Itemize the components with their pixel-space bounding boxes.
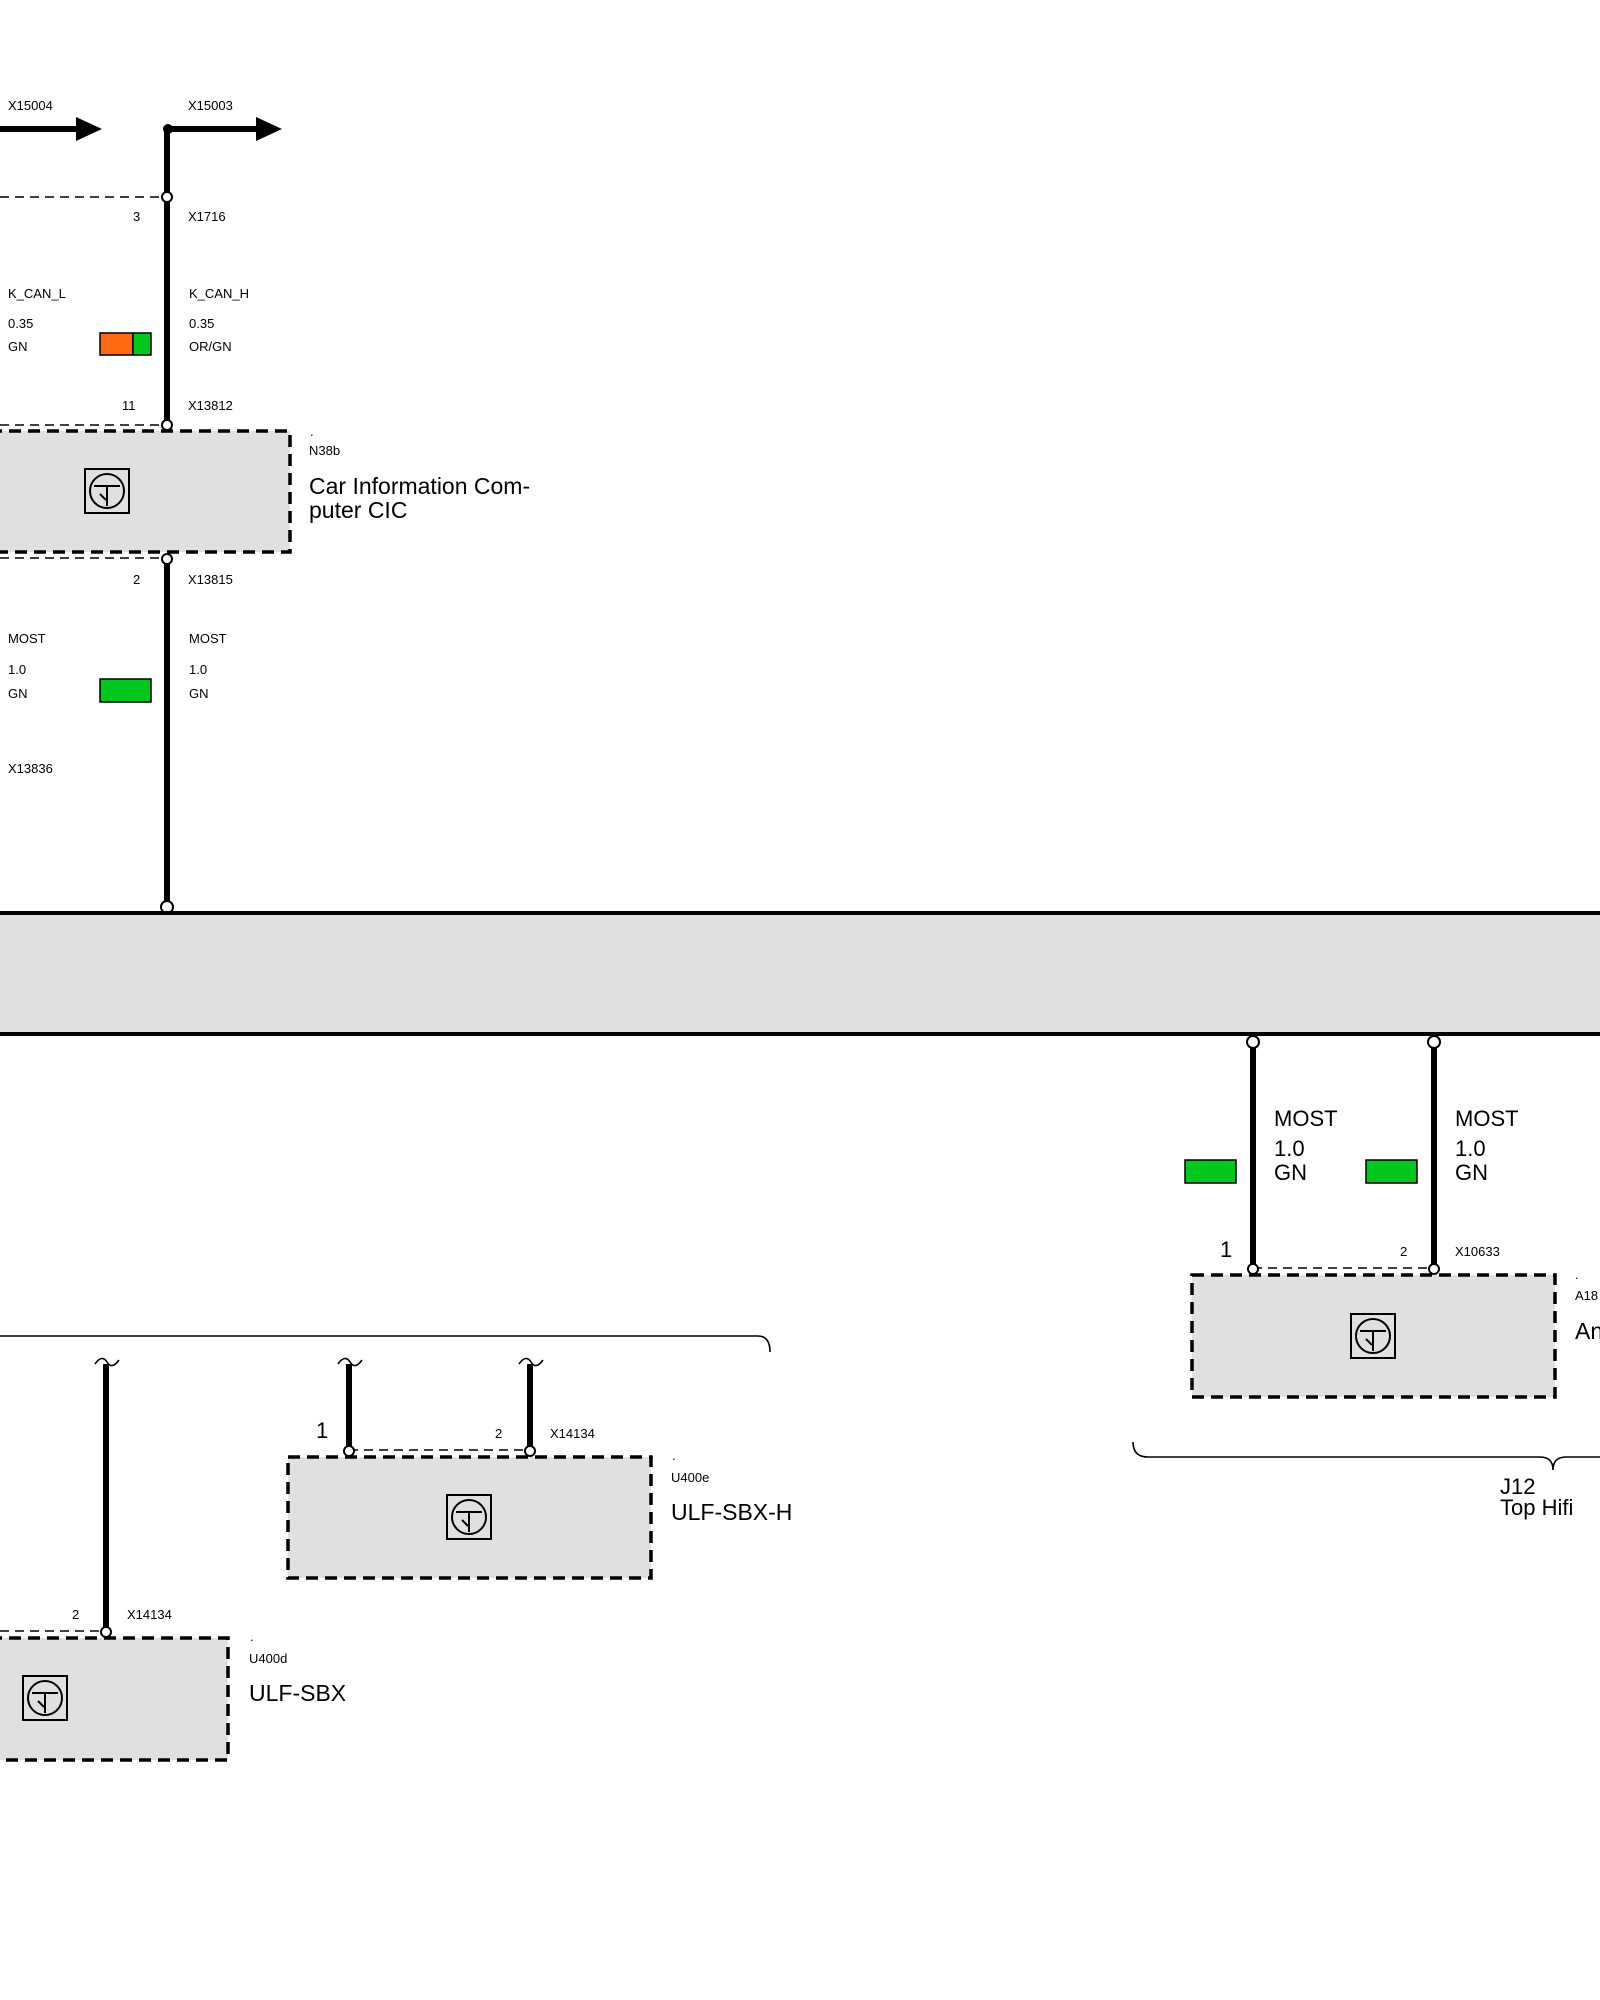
wire-signal-amp-1: MOST — [1274, 1106, 1338, 1131]
pin-label: 2 — [72, 1607, 79, 1622]
wire-color-left: GN — [8, 339, 28, 354]
wire-color-right: OR/GN — [189, 339, 232, 354]
terminal — [161, 191, 173, 203]
cic-id: N38b — [309, 443, 340, 458]
wire-size-left: 0.35 — [8, 316, 33, 331]
ulf-sbx-box — [0, 1636, 230, 1762]
wire-break-icon — [94, 1357, 120, 1367]
ulf-sbx-id: U400d — [249, 1651, 287, 1666]
pin-label: 3 — [133, 209, 140, 224]
pin-label: 11 — [122, 398, 136, 413]
pin-label: 1 — [1220, 1237, 1232, 1262]
cic-name-line1: Car Information Com- — [309, 473, 530, 499]
connector-label-x14134: X14134 — [550, 1426, 595, 1441]
connector-label-x13812: X13812 — [188, 398, 233, 413]
wire-size-right: 0.35 — [189, 316, 214, 331]
connector-label-x15004: X15004 — [8, 98, 53, 113]
amplifier-id: A18 — [1575, 1288, 1598, 1303]
terminal — [1428, 1263, 1440, 1275]
cic-dot: . — [310, 424, 314, 439]
terminal — [161, 419, 173, 431]
connector-label-x13836: X13836 — [8, 761, 53, 776]
terminal — [1247, 1263, 1259, 1275]
group-bracket — [0, 1335, 771, 1353]
pin-label: 1 — [316, 1418, 328, 1443]
ulf-sbx-h-name: ULF-SBX-H — [671, 1499, 792, 1525]
wire-size-left: 1.0 — [8, 662, 26, 677]
arrow-x15003 — [163, 117, 282, 141]
wire-break-icon — [518, 1357, 544, 1367]
wire-size-amp-1: 1.0 — [1274, 1136, 1305, 1161]
wire-signal-amp-2: MOST — [1455, 1106, 1519, 1131]
pin-label: 2 — [495, 1426, 502, 1441]
pin-label: 2 — [1400, 1244, 1407, 1259]
j12-name: Top Hifi — [1500, 1495, 1573, 1520]
j12-brace — [1132, 1441, 1600, 1471]
terminal — [1246, 1035, 1260, 1049]
terminal — [524, 1445, 536, 1457]
ulf-sbx-dot: . — [250, 1629, 254, 1644]
wire-signal-right: K_CAN_H — [189, 286, 249, 301]
ulf-sbx-h-id: U400e — [671, 1470, 709, 1485]
connector-label-x13815: X13815 — [188, 572, 233, 587]
terminal — [1427, 1035, 1441, 1049]
connector-label-x1716: X1716 — [188, 209, 226, 224]
wire-color-swatch-or-gn — [99, 332, 152, 356]
wire-signal-left: K_CAN_L — [8, 286, 66, 301]
cic-name-line2: puter CIC — [309, 497, 407, 523]
j12-id: J12 — [1500, 1474, 1535, 1499]
wire-color-amp-2: GN — [1455, 1160, 1488, 1185]
ulf-sbx-h-dot: . — [672, 1448, 676, 1463]
wire-signal-right: MOST — [189, 631, 227, 646]
wire-size-right: 1.0 — [189, 662, 207, 677]
terminal — [161, 553, 173, 565]
most-bus-band — [0, 911, 1600, 1036]
wire-color-amp-1: GN — [1274, 1160, 1307, 1185]
terminal — [100, 1626, 112, 1638]
arrow-x15004 — [0, 117, 102, 141]
terminal — [343, 1445, 355, 1457]
amplifier-dot: . — [1575, 1267, 1579, 1282]
amplifier-name: An — [1575, 1318, 1600, 1344]
wire-color-swatch-gn — [99, 678, 152, 703]
wire-color-right: GN — [189, 686, 209, 701]
ulf-sbx-name: ULF-SBX — [249, 1680, 346, 1706]
wire-size-amp-2: 1.0 — [1455, 1136, 1486, 1161]
connector-label-x15003: X15003 — [188, 98, 233, 113]
connector-label-x14134: X14134 — [127, 1607, 172, 1622]
wire-color-left: GN — [8, 686, 28, 701]
cic-box — [0, 429, 292, 554]
wire-color-swatch-gn — [1184, 1159, 1237, 1184]
connector-label-x10633: X10633 — [1455, 1244, 1500, 1259]
pin-label: 2 — [133, 572, 140, 587]
wire-break-icon — [337, 1357, 363, 1367]
wire-signal-left: MOST — [8, 631, 46, 646]
wire-color-swatch-gn — [1365, 1159, 1418, 1184]
